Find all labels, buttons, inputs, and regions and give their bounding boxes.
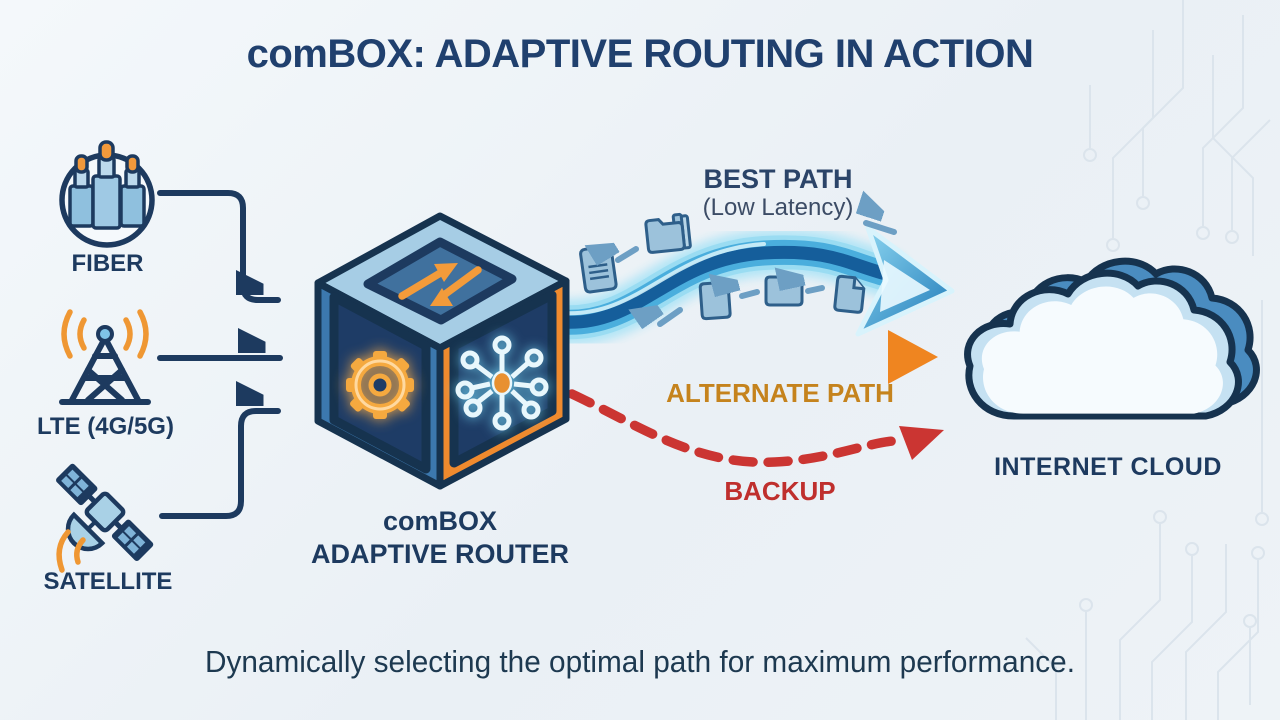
cloud-icon bbox=[964, 257, 1260, 420]
fiber-cables-icon bbox=[59, 140, 155, 248]
diagram-caption: Dynamically selecting the optimal path f… bbox=[204, 644, 1075, 679]
best-path-sublabel: (Low Latency) bbox=[702, 194, 854, 221]
alternate-path-label: ALTERNATE PATH bbox=[666, 378, 894, 408]
satellite-icon bbox=[56, 463, 154, 573]
internet-cloud-label: INTERNET CLOUD bbox=[994, 453, 1222, 481]
diagram-title: comBOX: ADAPTIVE ROUTING IN ACTION bbox=[246, 32, 1034, 76]
router-cube bbox=[314, 212, 570, 490]
lte-label: LTE (4G/5G) bbox=[37, 413, 174, 440]
router-name-line1: comBOX bbox=[382, 506, 498, 536]
best-path-arrow bbox=[539, 225, 955, 346]
backup-path-arrow bbox=[567, 389, 944, 467]
circuit-pattern bbox=[1025, 0, 1271, 720]
cell-tower-icon bbox=[59, 309, 151, 405]
fiber-label: FIBER bbox=[71, 250, 144, 277]
satellite-label: SATELLITE bbox=[43, 568, 173, 595]
data-packet-icons bbox=[579, 214, 897, 324]
backup-path-label: BACKUP bbox=[724, 476, 836, 506]
data-transfer-arrows-icon bbox=[398, 263, 482, 306]
best-path-label: BEST PATH bbox=[703, 164, 853, 194]
network-hub-icon bbox=[455, 335, 549, 431]
router-name-line2: ADAPTIVE ROUTER bbox=[310, 539, 570, 569]
source-connectors bbox=[157, 190, 283, 519]
alternate-path-arrow bbox=[559, 330, 938, 384]
gear-icon bbox=[346, 351, 414, 419]
